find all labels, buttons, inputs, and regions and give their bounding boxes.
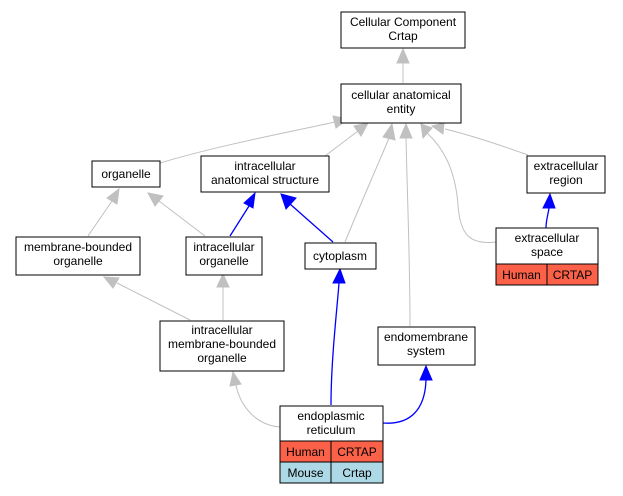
node-label-line-2: entity	[387, 102, 416, 116]
tag-er-mouse: Mouse Crtap	[279, 461, 384, 484]
node-endomembrane-system[interactable]: endomembrane system	[377, 326, 476, 366]
tag-gene-cell	[546, 263, 599, 286]
edge-er-to-cae	[444, 128, 529, 156]
node-cytoplasm[interactable]: cytoplasm	[304, 242, 377, 270]
arrowhead-io-to-organelle	[147, 192, 164, 207]
node-endoplasmic-reticulum[interactable]: endoplasmic reticulum	[279, 405, 384, 442]
node-label-line-1: intracellular	[193, 240, 254, 254]
edge-mbo-to-organelle	[87, 200, 113, 237]
node-label-line-1: extracellular	[534, 159, 599, 173]
node-label-line-2: Crtap	[388, 29, 418, 43]
tag-gene-label: CRTAP	[553, 268, 593, 282]
tag-gene-label: Crtap	[342, 466, 372, 480]
tag-gene-cell	[330, 461, 384, 484]
node-extracellular-space[interactable]: extracellular space	[495, 227, 599, 265]
tag-species-label: Human	[286, 445, 325, 459]
node-label-line-2: system	[407, 344, 445, 358]
edge-er-to-imbo	[235, 384, 281, 428]
node-label: cytoplasm	[313, 249, 367, 263]
arrowhead-es-to-cae	[420, 123, 433, 140]
edge-ias-to-cae	[324, 130, 359, 157]
node-cellular-component[interactable]: Cellular Component Crtap	[340, 11, 466, 49]
edge-es-to-cae	[426, 132, 497, 244]
arrowhead-io-to-ias	[243, 191, 256, 209]
gray-edges	[87, 47, 529, 428]
node-label-line-2: organelle	[53, 254, 103, 268]
arrowhead-endomembrane-to-cae	[399, 122, 413, 139]
node-label-line-2: anatomical structure	[211, 173, 319, 187]
edge-imbo-to-mbo	[116, 282, 191, 321]
arrowhead-er-to-cytoplasm	[332, 267, 346, 284]
node-label-line-2: region	[549, 173, 582, 187]
node-organelle[interactable]: organelle	[91, 160, 161, 188]
tag-species-label: Mouse	[287, 466, 323, 480]
arrowhead-er-to-cae	[430, 122, 445, 135]
node-label-line-1: intracellular	[191, 323, 252, 337]
tag-extracellular-space-human: Human CRTAP	[495, 263, 599, 286]
arrowhead-cytoplasm-to-cae	[382, 122, 396, 141]
blue-edges	[229, 191, 556, 424]
tag-er-human: Human CRTAP	[279, 440, 384, 463]
edge-io-to-organelle	[158, 200, 206, 237]
node-intracellular-anatomical-structure[interactable]: intracellular anatomical structure	[200, 155, 330, 193]
arrowhead-imbo-to-mbo	[102, 276, 120, 289]
arrowhead-es-to-er	[542, 192, 556, 209]
tag-gene-label: CRTAP	[337, 445, 377, 459]
node-label-line-2: reticulum	[307, 423, 356, 437]
arrowhead-er-to-endomembrane	[419, 364, 433, 381]
node-label-line-1: cellular anatomical	[351, 88, 450, 102]
edge-io-to-ias	[229, 205, 250, 237]
edge-er-to-cytoplasm	[330, 282, 340, 406]
arrowhead-cae-to-cc	[396, 47, 410, 64]
node-label: organelle	[101, 167, 151, 181]
arrowhead-ias-to-cae	[353, 122, 369, 137]
node-label-line-2: organelle	[199, 254, 249, 268]
arrowhead-er-to-imbo	[229, 370, 242, 387]
node-label-line-2: membrane-bounded	[168, 337, 276, 351]
edge-er-to-endomembrane	[382, 379, 427, 424]
edge-cytoplasm-to-ias	[289, 203, 334, 243]
node-intracellular-organelle[interactable]: intracellular organelle	[185, 236, 263, 276]
node-label-line-3: organelle	[197, 351, 247, 365]
arrowhead-mbo-to-organelle	[106, 187, 120, 205]
node-label-line-2: space	[531, 245, 563, 259]
node-label-line-1: endoplasmic	[297, 409, 364, 423]
node-cellular-anatomical-entity[interactable]: cellular anatomical entity	[340, 83, 462, 124]
node-membrane-bounded-organelle[interactable]: membrane-bounded organelle	[15, 236, 141, 276]
node-label-line-1: membrane-bounded	[24, 240, 132, 254]
edge-endomembrane-to-cae	[405, 137, 411, 327]
edge-es-to-er	[545, 207, 550, 229]
node-label-line-1: Cellular Component	[350, 15, 457, 29]
tag-species-label: Human	[502, 268, 541, 282]
node-label-line-1: extracellular	[515, 231, 580, 245]
node-label-line-1: intracellular	[234, 159, 295, 173]
node-intracellular-membrane-bounded-organelle[interactable]: intracellular membrane-bounded organelle	[159, 320, 285, 372]
arrowhead-cytoplasm-to-ias	[280, 193, 297, 210]
node-extracellular-region[interactable]: extracellular region	[526, 155, 606, 194]
edge-cytoplasm-to-cae	[344, 137, 390, 243]
arrowhead-imbo-to-io	[216, 272, 230, 288]
edge-organelle-to-cae	[159, 121, 336, 164]
node-label-line-1: endomembrane	[384, 330, 468, 344]
